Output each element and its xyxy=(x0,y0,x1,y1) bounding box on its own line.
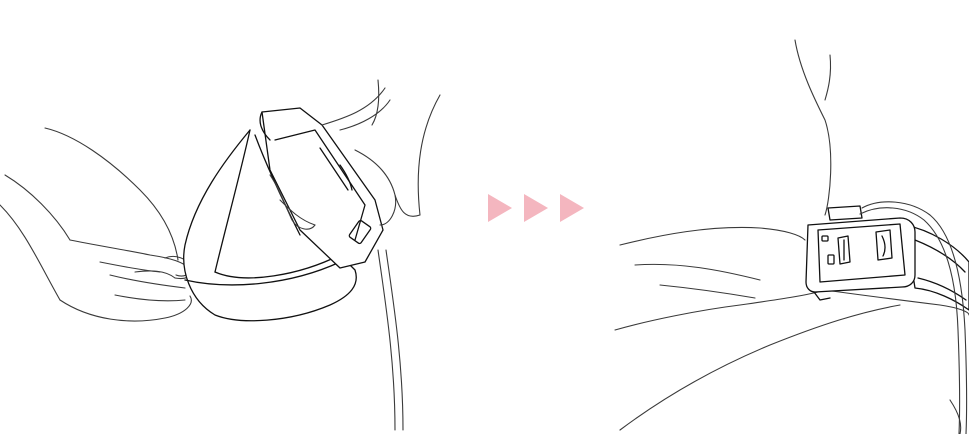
arrow-1 xyxy=(488,194,512,222)
arrows-svg xyxy=(486,194,586,222)
cuff-wrap xyxy=(184,108,403,430)
fastened-cuff-drawing xyxy=(600,0,969,434)
triple-right-arrow-icon xyxy=(486,194,586,222)
arrow-3 xyxy=(560,194,584,222)
arrow-2 xyxy=(524,194,548,222)
step-1-illustration xyxy=(0,0,470,434)
step-2-illustration xyxy=(600,0,969,434)
monitor-unit xyxy=(806,206,915,300)
wrap-cuff-drawing xyxy=(0,0,470,434)
left-hand xyxy=(0,128,191,321)
